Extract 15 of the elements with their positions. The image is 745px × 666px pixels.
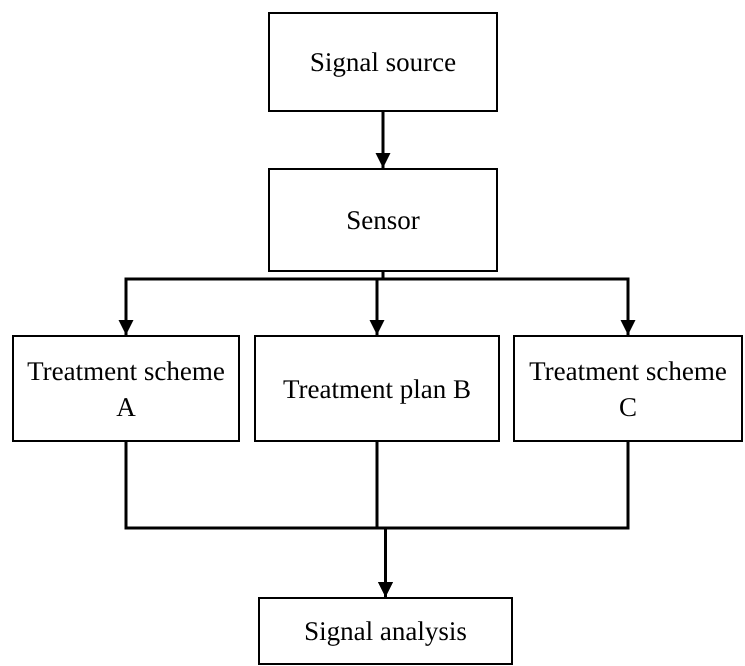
box-label: Signal source xyxy=(310,46,456,79)
process-box xyxy=(513,335,743,442)
process-box xyxy=(268,12,498,112)
box-label: Treatment scheme C xyxy=(528,354,728,424)
process-box xyxy=(12,335,240,442)
box-label: Treatment plan B xyxy=(283,372,471,406)
process-box xyxy=(258,597,513,665)
process-box xyxy=(254,335,500,442)
box-label: Signal analysis xyxy=(304,615,467,648)
arrow xyxy=(376,112,390,168)
box-label: Treatment scheme A xyxy=(26,354,226,424)
arrow xyxy=(378,442,630,597)
process-box xyxy=(268,168,498,272)
arrow xyxy=(382,272,636,335)
box-label: Sensor xyxy=(346,204,420,237)
